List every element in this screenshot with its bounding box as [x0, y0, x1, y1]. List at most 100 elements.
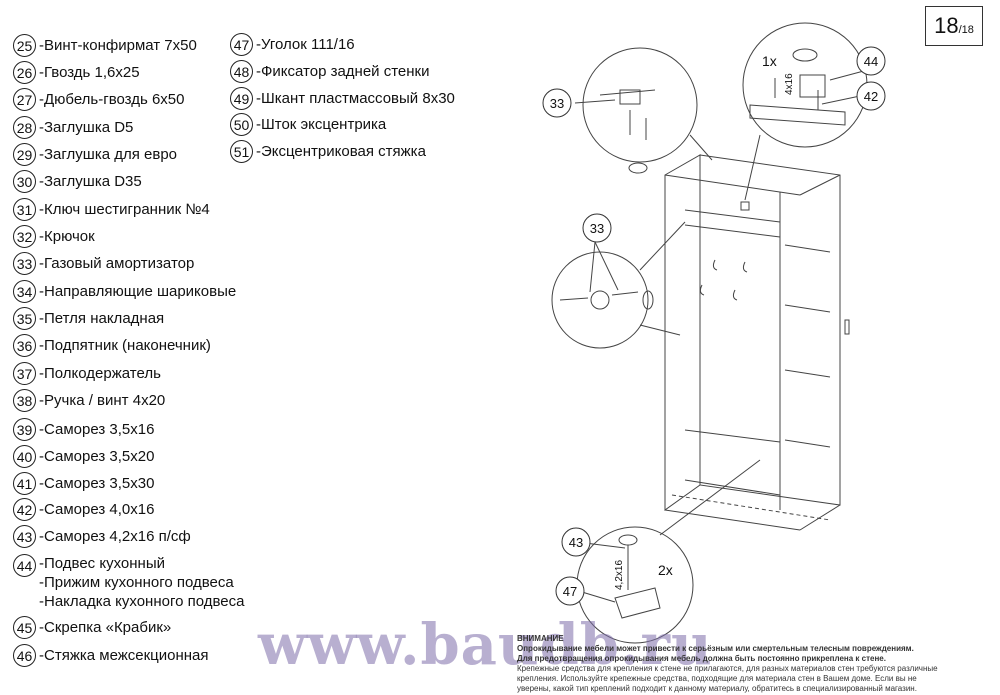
- part-number: 29: [13, 143, 36, 166]
- page-number: 18/18: [925, 6, 983, 46]
- part-label: -Дюбель-гвоздь 6х50: [39, 90, 185, 108]
- part-label: -Гвоздь 1,6х25: [39, 63, 140, 81]
- part-label: -Петля накладная: [39, 309, 165, 327]
- part-number: 41: [13, 472, 36, 495]
- part-44: 44 -Подвес кухонный -Прижим кухонного по…: [13, 554, 245, 611]
- part-31: 31-Ключ шестигранник №4: [13, 198, 210, 221]
- part-label: -Саморез 4,2х16 п/сф: [39, 527, 191, 545]
- part-number: 25: [13, 34, 36, 57]
- part-number: 48: [230, 60, 253, 83]
- part-label: -Фиксатор задней стенки: [256, 62, 430, 80]
- part-36: 36-Подпятник (наконечник): [13, 334, 211, 357]
- part-label: -Эксцентриковая стяжка: [256, 142, 426, 160]
- part-number: 27: [13, 88, 36, 111]
- part-label: -Шток эксцентрика: [256, 115, 387, 133]
- part-label: -Полкодержатель: [39, 364, 161, 382]
- callout-44: 44: [864, 54, 878, 69]
- part-number: 30: [13, 170, 36, 193]
- part-label: -Шкант пластмассовый 8х30: [256, 89, 455, 107]
- part-number: 28: [13, 116, 36, 139]
- part-label: -Заглушка D5: [39, 118, 134, 136]
- part-number: 35: [13, 307, 36, 330]
- part-number: 45: [13, 616, 36, 639]
- part-41: 41-Саморез 3,5х30: [13, 472, 154, 495]
- callout-43: 43: [569, 535, 583, 550]
- part-27: 27-Дюбель-гвоздь 6х50: [13, 88, 185, 111]
- assembly-drawing: 33 33 44 42 43 47 1x 2x 4x16 4,2x16: [542, 22, 886, 644]
- part-number: 47: [230, 33, 253, 56]
- part-37: 37-Полкодержатель: [13, 362, 161, 385]
- part-51: 51-Эксцентриковая стяжка: [230, 140, 426, 163]
- quantity-1x: 1x: [762, 53, 777, 69]
- part-label: -Направляющие шариковые: [39, 282, 237, 300]
- part-label: -Заглушка D35: [39, 172, 142, 190]
- part-label: -Саморез 3,5х30: [39, 474, 155, 492]
- callout-33-middle: 33: [590, 221, 604, 236]
- detail-circle-topright: [742, 22, 868, 201]
- part-label: -Заглушка для евро: [39, 145, 178, 163]
- part-number: 32: [13, 225, 36, 248]
- callout-47: 47: [563, 584, 577, 599]
- part-number: 42: [13, 498, 36, 521]
- part-number: 46: [13, 644, 36, 667]
- part-label: -Подпятник (наконечник): [39, 336, 211, 354]
- parts-list: 25-Винт-конфирмат 7х50 26-Гвоздь 1,6х25 …: [0, 0, 490, 695]
- detail-circle-top: [582, 47, 713, 174]
- part-number: 31: [13, 198, 36, 221]
- detail-circle-bottom: [576, 459, 761, 644]
- size-4x16: 4x16: [784, 73, 795, 95]
- part-label: -Стяжка межсекционная: [39, 646, 209, 664]
- part-label: -Уголок 111/16: [256, 35, 355, 53]
- warning-line-4: крепления. Используйте крепежные средств…: [517, 674, 917, 683]
- part-label: -Ручка / винт 4х20: [39, 391, 166, 409]
- callout-42: 42: [864, 89, 878, 104]
- part-45: 45-Скрепка «Крабик»: [13, 616, 171, 639]
- warning-line-1: Опрокидывание мебели может привести к се…: [517, 644, 914, 653]
- part-32: 32-Крючок: [13, 225, 95, 248]
- part-number: 50: [230, 113, 253, 136]
- part-label: -Ключ шестигранник №4: [39, 200, 210, 218]
- part-26: 26-Гвоздь 1,6х25: [13, 61, 140, 84]
- part-label: -Скрепка «Крабик»: [39, 618, 172, 636]
- part-label: -Саморез 3,5х20: [39, 447, 155, 465]
- part-50: 50-Шток эксцентрика: [230, 113, 386, 136]
- part-number: 36: [13, 334, 36, 357]
- part-40: 40-Саморез 3,5х20: [13, 445, 154, 468]
- part-number: 44: [13, 554, 36, 577]
- part-label: -Газовый амортизатор: [39, 254, 195, 272]
- part-43: 43-Саморез 4,2х16 п/сф: [13, 525, 191, 548]
- page-total: /18: [958, 24, 974, 36]
- part-25: 25-Винт-конфирмат 7х50: [13, 34, 197, 57]
- part-number: 26: [13, 61, 36, 84]
- part-number: 49: [230, 87, 253, 110]
- part-46: 46-Стяжка межсекционная: [13, 644, 209, 667]
- part-34: 34-Направляющие шариковые: [13, 280, 236, 303]
- part-number: 39: [13, 418, 36, 441]
- part-label: -Крючок: [39, 227, 95, 245]
- part-42: 42-Саморез 4,0х16: [13, 498, 154, 521]
- part-label: -Саморез 3,5х16: [39, 420, 155, 438]
- part-number: 51: [230, 140, 253, 163]
- part-39: 39-Саморез 3,5х16: [13, 418, 154, 441]
- part-label-line2: -Прижим кухонного подвеса: [39, 574, 234, 591]
- part-47: 47-Уголок 111/16: [230, 33, 355, 56]
- size-4-2x16: 4,2x16: [614, 560, 625, 590]
- part-38: 38-Ручка / винт 4х20: [13, 389, 165, 412]
- part-label: -Подвес кухонный: [39, 555, 165, 572]
- part-30: 30-Заглушка D35: [13, 170, 142, 193]
- part-number: 33: [13, 252, 36, 275]
- part-49: 49-Шкант пластмассовый 8х30: [230, 87, 455, 110]
- part-33: 33-Газовый амортизатор: [13, 252, 194, 275]
- quantity-2x: 2x: [658, 562, 673, 578]
- part-number: 38: [13, 389, 36, 412]
- warning-line-5: уверены, какой тип креплений подходит к …: [517, 684, 917, 693]
- part-label-line3: -Накладка кухонного подвеса: [39, 593, 245, 610]
- part-35: 35-Петля накладная: [13, 307, 164, 330]
- part-label: -Саморез 4,0х16: [39, 500, 155, 518]
- part-number: 43: [13, 525, 36, 548]
- callout-33-top: 33: [550, 96, 564, 111]
- part-number: 34: [13, 280, 36, 303]
- watermark: www.baudb.ru: [258, 612, 713, 678]
- part-label: -Винт-конфирмат 7х50: [39, 36, 197, 54]
- warning-title: ВНИМАНИЕ: [517, 634, 564, 643]
